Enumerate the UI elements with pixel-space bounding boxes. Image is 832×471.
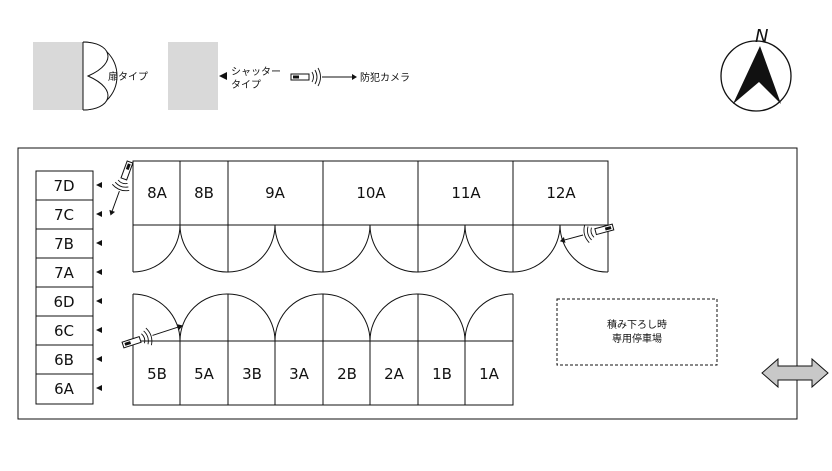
compass-north-label: N — [755, 26, 768, 47]
shutter-arrows — [96, 182, 102, 391]
unit-label: 1A — [479, 365, 500, 383]
unit-label: 6D — [53, 293, 74, 311]
unit-label: 6B — [54, 351, 74, 369]
legend-door-block — [33, 42, 83, 110]
unit-label: 7D — [53, 177, 74, 195]
unit-label: 9A — [265, 184, 286, 202]
site-boundary — [17, 147, 798, 420]
bottom-unit-row: 5B 5A 3B 3A 2B 2A 1B 1A — [132, 293, 514, 406]
legend-camera-label: 防犯カメラ — [360, 71, 410, 84]
left-unit-column: 7D 7C 7B 7A 6D 6C 6B 6A — [35, 170, 102, 405]
unit-label: 11A — [451, 184, 481, 202]
unit-label: 6A — [54, 380, 75, 398]
legend-shutter-arrow — [219, 72, 227, 80]
legend-shutter-block — [168, 42, 218, 110]
loading-area: 積み下ろし時 専用停車場 — [556, 298, 718, 366]
top-door-swings — [132, 224, 609, 273]
top-unit-row: 8A 8B 9A 10A 11A 12A — [132, 160, 609, 273]
legend-camera-icon — [290, 67, 357, 87]
legend: 扉タイプ シャッター タイプ 防犯カメラ — [33, 41, 410, 111]
unit-label: 8A — [147, 184, 168, 202]
unit-label: 7C — [54, 206, 74, 224]
compass-arrow-icon — [733, 46, 781, 104]
loading-area-label-2: 専用停車場 — [612, 332, 662, 345]
unit-label: 12A — [546, 184, 576, 202]
unit-label: 6C — [54, 322, 74, 340]
legend-shutter-label-2: タイプ — [231, 79, 261, 91]
bottom-door-swings — [132, 293, 514, 342]
unit-label: 7B — [54, 235, 74, 253]
unit-label: 2B — [337, 365, 357, 383]
unit-label: 10A — [356, 184, 386, 202]
unit-label: 5B — [147, 365, 167, 383]
unit-label: 5A — [194, 365, 215, 383]
legend-shutter-label-1: シャッター — [231, 66, 281, 78]
loading-area-label-1: 積み下ろし時 — [607, 318, 667, 331]
unit-label: 3B — [242, 365, 262, 383]
unit-label: 3A — [289, 365, 310, 383]
entrance-double-arrow-icon — [761, 357, 829, 389]
unit-label: 1B — [432, 365, 452, 383]
camera-icon — [121, 324, 183, 349]
unit-label: 8B — [194, 184, 214, 202]
unit-label: 7A — [54, 264, 75, 282]
legend-door-label: 扉タイプ — [108, 70, 148, 83]
compass: N — [720, 26, 792, 112]
unit-label: 2A — [384, 365, 405, 383]
camera-icon — [109, 160, 134, 216]
camera-icon — [559, 223, 615, 243]
